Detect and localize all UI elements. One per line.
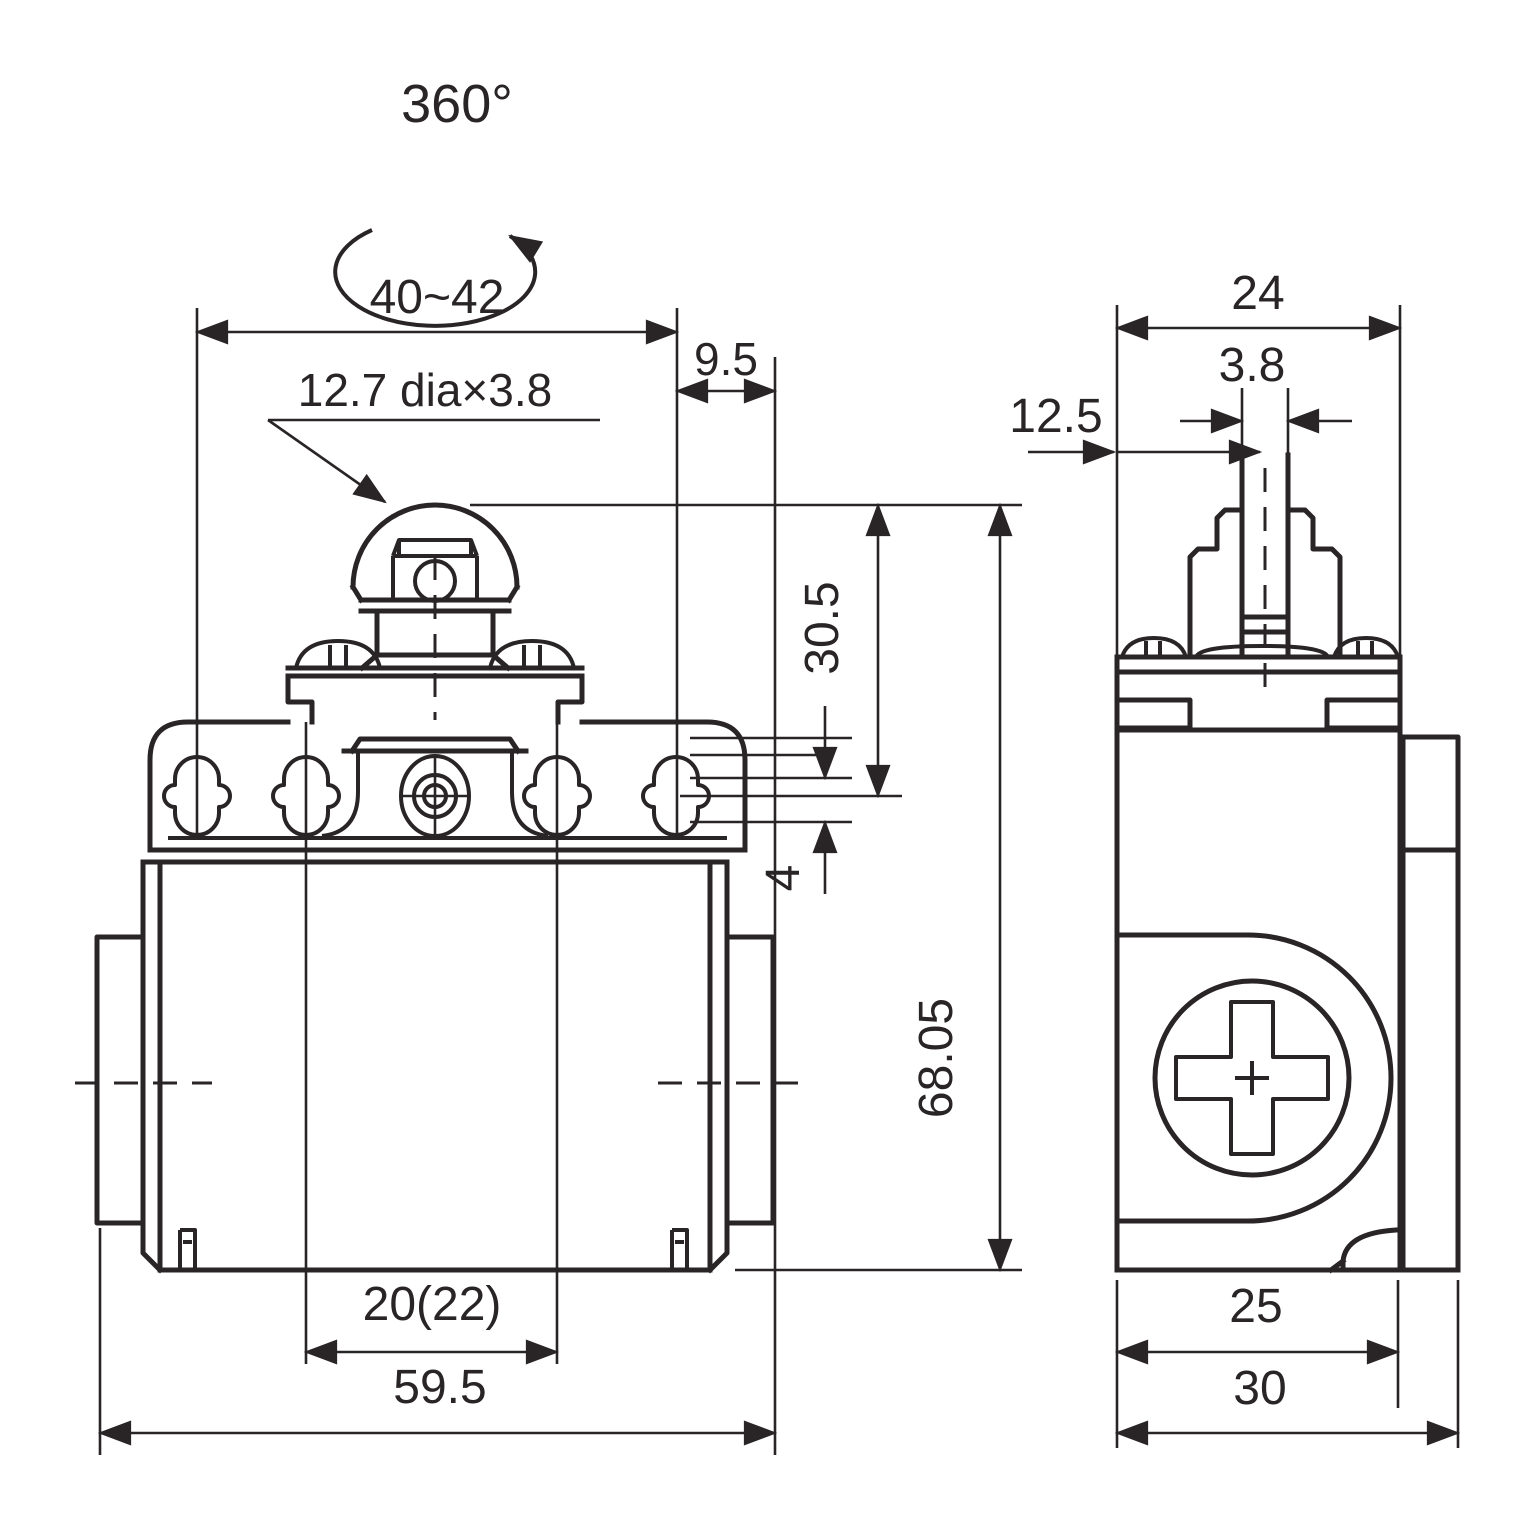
side-view: 24 3.8 12.5 25 30 xyxy=(1009,267,1461,1448)
screw-target-icon xyxy=(399,754,471,838)
mounting-holes xyxy=(162,755,711,837)
dimension-lines-side xyxy=(1028,315,1461,1446)
plunger-pin xyxy=(1187,452,1343,692)
extension-lines-front xyxy=(98,308,1022,1455)
dim-body-width-25: 25 xyxy=(1229,1280,1282,1333)
dim-head-width-24: 24 xyxy=(1231,267,1284,320)
dim-base-width-59-5: 59.5 xyxy=(393,1361,486,1414)
dimension-lines-front xyxy=(97,319,1013,1446)
dim-height-30-5: 30.5 xyxy=(796,581,849,674)
dim-center-offset-12-5: 12.5 xyxy=(1009,390,1102,443)
mounting-plate xyxy=(147,719,748,853)
dim-slot-4: 4 xyxy=(757,865,810,892)
dim-pin-width-3-8: 3.8 xyxy=(1219,339,1286,392)
head-cap-side xyxy=(1114,636,1403,733)
dim-total-height-68-05: 68.05 xyxy=(910,998,963,1118)
center-lines xyxy=(75,556,798,1085)
dim-total-depth-30: 30 xyxy=(1233,1362,1286,1415)
switch-body xyxy=(94,859,776,1274)
leader-arrow xyxy=(267,418,387,504)
cover-plate xyxy=(1114,932,1394,1224)
side-button-right xyxy=(724,934,776,1226)
corner-tab xyxy=(1327,1227,1399,1274)
dim-offset-9-5: 9.5 xyxy=(694,333,758,385)
side-button-left xyxy=(94,934,146,1226)
dim-rotation-360: 360° xyxy=(401,74,513,134)
dim-width-40-42: 40~42 xyxy=(370,271,505,324)
dim-hole-spacing-20-22: 20(22) xyxy=(363,1278,502,1331)
label-plunger-12-7-dia: 12.7 dia×3.8 xyxy=(298,364,553,416)
phillips-screw-icon xyxy=(1174,1000,1330,1156)
switch-body-side xyxy=(1114,654,1461,1274)
front-view: 360° 40~42 12.7 dia×3.8 9.5 30.5 4 68.05… xyxy=(75,74,1022,1455)
